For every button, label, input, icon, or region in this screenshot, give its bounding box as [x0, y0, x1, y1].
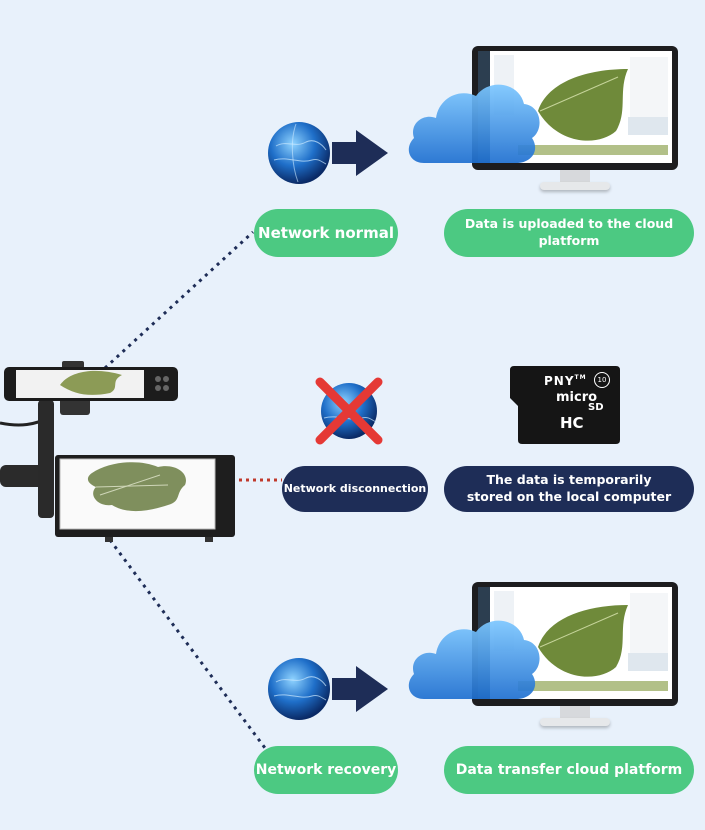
cloud-recovery-icon — [408, 620, 540, 699]
cloud-monitor-bottom — [404, 582, 680, 738]
red-cross-icon — [312, 374, 386, 452]
stored-locally-label: The data is temporarily stored on the lo… — [444, 466, 694, 512]
uploaded-to-cloud-label: Data is uploaded to the cloud platform — [444, 209, 694, 257]
software-screen-bottom — [478, 587, 672, 699]
sd-class: 10 — [594, 372, 610, 388]
cloud-icon — [408, 84, 540, 163]
arrow-right-icon — [332, 130, 388, 180]
globe-recovery-icon — [266, 656, 332, 722]
microsd-card-icon: PNYTM 10 micro SD HC — [510, 366, 620, 444]
network-recovery-label: Network recovery — [254, 746, 398, 794]
network-normal-label: Network normal — [254, 209, 398, 257]
sd-type: HC — [560, 414, 584, 432]
sd-tm: TM — [574, 374, 587, 381]
cloud-monitor-top — [404, 46, 680, 202]
arrow-right-recovery-icon — [332, 666, 388, 716]
scanner-illustration — [0, 361, 235, 542]
globe-icon — [266, 120, 332, 186]
stored-locally-line-2: stored on the local computer — [466, 489, 672, 504]
sd-brand: PNY — [544, 374, 575, 388]
transfer-to-cloud-label: Data transfer cloud platform — [444, 746, 694, 794]
network-disconnection-label: Network disconnection — [282, 466, 428, 512]
stored-locally-line-1: The data is temporarily — [486, 472, 652, 488]
line-to-network-recovery — [108, 539, 267, 749]
sd-logo: SD — [588, 402, 604, 413]
sd-micro: micro — [556, 390, 598, 405]
line-to-network-normal — [103, 230, 255, 370]
